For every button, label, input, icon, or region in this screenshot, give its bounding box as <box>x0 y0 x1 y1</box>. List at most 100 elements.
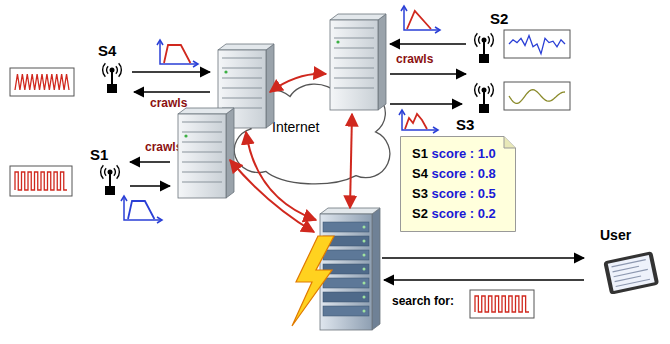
signal-plot <box>121 196 162 223</box>
shape-part <box>479 54 489 63</box>
crawler-server <box>218 44 274 128</box>
shape-part <box>407 11 431 29</box>
shape-part <box>613 266 639 272</box>
flow-arrow <box>390 73 466 75</box>
shape-part <box>378 14 386 110</box>
user-tablet: User <box>590 226 656 300</box>
shape-part <box>193 61 198 67</box>
shape-part <box>363 310 366 313</box>
lightning-bolt <box>292 236 334 326</box>
flow-arrow <box>132 71 210 73</box>
shape-part <box>475 33 478 46</box>
shape-part <box>615 276 641 282</box>
shape-part <box>184 134 187 137</box>
shape-part <box>470 290 534 318</box>
flow-arrow <box>384 279 584 281</box>
shape-part <box>222 57 262 58</box>
shape-part <box>101 165 104 178</box>
shape-part <box>218 50 266 128</box>
shape-part <box>182 181 222 182</box>
shape-part <box>10 68 74 96</box>
signal-waveform <box>10 166 72 196</box>
score-entry: S1 score : 1.0 <box>412 144 498 164</box>
shape-part <box>266 44 274 128</box>
shape-part <box>10 166 72 196</box>
action-label: crawls <box>150 96 187 110</box>
shape-part <box>363 296 366 299</box>
shape-part <box>603 251 659 295</box>
shape-part <box>323 278 369 288</box>
sensor-antenna <box>101 165 120 195</box>
score-entry: S2 score : 0.2 <box>412 204 498 224</box>
shape-part <box>107 84 117 93</box>
sensor-antenna <box>103 63 122 93</box>
shape-part <box>433 127 438 133</box>
search-server <box>320 208 380 330</box>
score-entry: S4 score : 0.8 <box>412 164 498 184</box>
crawler-server <box>178 108 234 198</box>
shape-part <box>105 186 115 195</box>
shape-part <box>320 214 372 330</box>
shape-part <box>330 14 386 20</box>
user-label: User <box>600 226 656 244</box>
shape-part <box>399 110 405 115</box>
shape-part <box>323 292 369 302</box>
action-label: crawls <box>145 140 182 154</box>
signal-plot <box>401 6 440 33</box>
shape-part <box>182 151 222 152</box>
shape-part <box>222 107 262 108</box>
shape-part <box>334 77 374 78</box>
signal-waveform <box>504 82 570 110</box>
shape-part <box>334 47 374 48</box>
flow-arrow <box>390 43 466 45</box>
shape-part <box>479 104 489 113</box>
shape-part <box>404 6 440 30</box>
shape-part <box>336 40 339 43</box>
sensor-antenna <box>475 83 494 113</box>
shape-part <box>479 86 481 94</box>
cloud-label: Internet <box>272 118 386 136</box>
shape-part <box>614 269 648 276</box>
shape-part <box>435 27 440 33</box>
shape-part <box>110 68 115 73</box>
shape-part <box>334 37 374 38</box>
shape-part <box>114 168 116 176</box>
shape-part <box>475 296 529 312</box>
shape-part <box>504 30 570 58</box>
shape-part <box>160 40 198 64</box>
note-shape <box>401 137 516 232</box>
shape-part <box>222 77 262 78</box>
shape-part <box>372 208 380 330</box>
query-label: search for: <box>392 294 454 308</box>
shape-part <box>15 74 69 90</box>
shape-part <box>323 250 369 260</box>
signal-waveform <box>10 68 74 96</box>
shape-part <box>616 279 650 286</box>
network-link <box>350 114 352 208</box>
shape-part <box>479 36 481 44</box>
shape-part <box>475 83 478 96</box>
shape-part <box>182 121 222 122</box>
flow-arrow <box>130 185 170 187</box>
shape-part <box>117 165 120 178</box>
shape-part <box>119 63 122 76</box>
shape-part <box>128 201 154 219</box>
signal-plot <box>399 110 438 133</box>
sensor-label: S3 <box>456 116 474 133</box>
shape-part <box>222 87 262 88</box>
sensor-label: S4 <box>98 42 116 59</box>
shape-part <box>334 67 374 68</box>
shape-part <box>488 86 490 94</box>
shape-part <box>491 83 494 96</box>
shape-part <box>116 66 118 74</box>
internet-cloud: Internet <box>236 82 386 186</box>
shape-part <box>405 114 427 129</box>
shape-part <box>488 36 490 44</box>
signal-waveform <box>504 30 570 58</box>
shape-part <box>612 260 646 267</box>
shape-part <box>108 170 113 175</box>
sensor-label: S2 <box>490 10 508 27</box>
note-fold <box>504 137 516 149</box>
sensor-label: S1 <box>90 146 108 163</box>
cloud-outline <box>234 84 390 184</box>
